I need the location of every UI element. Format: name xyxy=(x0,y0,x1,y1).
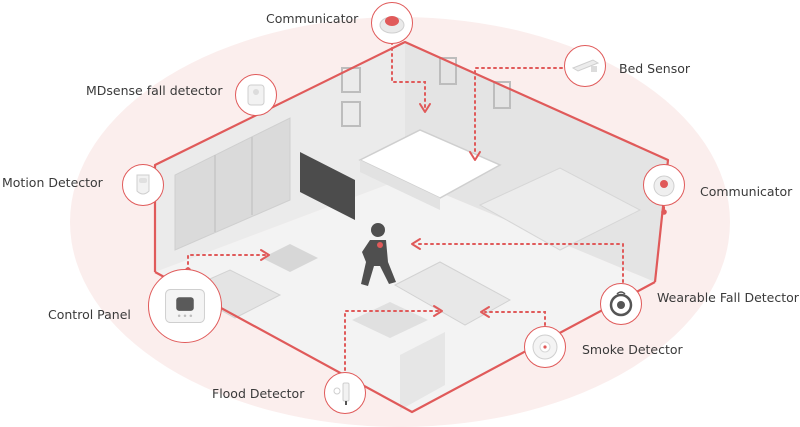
label-communicator-top: Communicator xyxy=(266,11,359,26)
connector-communicator-top xyxy=(391,41,426,109)
label-bed-sensor: Bed Sensor xyxy=(619,61,691,76)
picture-frame xyxy=(439,57,457,85)
connector-dot xyxy=(661,209,667,215)
floor-plane xyxy=(155,178,655,412)
communicator-right-icon xyxy=(643,164,685,206)
arrowhead xyxy=(469,151,481,161)
connector-control-panel xyxy=(187,254,266,271)
arrowhead xyxy=(260,249,270,261)
wearable-dot xyxy=(377,242,383,248)
arrowhead xyxy=(480,306,490,318)
label-wearable-fall-detector: Wearable Fall Detector xyxy=(657,290,799,305)
water-probe-icon xyxy=(324,372,366,414)
keypad-icon xyxy=(148,269,222,343)
cabinets xyxy=(478,167,642,251)
communicator-top-icon xyxy=(371,2,413,44)
arrowhead xyxy=(433,305,443,317)
arrowhead xyxy=(411,238,421,250)
bed xyxy=(358,129,502,199)
floor-outline xyxy=(154,271,656,414)
picture-frame xyxy=(493,81,511,109)
window-left xyxy=(174,117,291,251)
label-flood-detector: Flood Detector xyxy=(212,386,305,401)
mdsense-fall-detector-icon xyxy=(235,74,277,116)
label-motion-detector: Motion Detector xyxy=(2,175,103,190)
connector-bed-sensor xyxy=(474,67,563,156)
label-communicator-right: Communicator xyxy=(700,184,793,199)
smoke-alarm-icon xyxy=(524,326,566,368)
bed-side xyxy=(360,160,440,210)
arrowhead xyxy=(419,103,431,113)
connector-flood xyxy=(344,310,439,371)
coffee-table xyxy=(262,244,318,272)
connector-wearable xyxy=(414,243,624,283)
pendant-icon xyxy=(600,283,642,325)
walking-person-icon xyxy=(361,223,396,286)
label-mdsense-fall-detector: MDsense fall detector xyxy=(86,83,223,98)
bed-sensor-icon xyxy=(564,45,606,87)
front-wall xyxy=(400,332,445,410)
picture-frame xyxy=(341,101,361,127)
label-smoke-detector: Smoke Detector xyxy=(582,342,683,357)
tv-screen xyxy=(300,152,355,220)
label-control-panel: Control Panel xyxy=(48,307,131,322)
pir-sensor-icon xyxy=(122,164,164,206)
connector-smoke xyxy=(484,311,546,326)
